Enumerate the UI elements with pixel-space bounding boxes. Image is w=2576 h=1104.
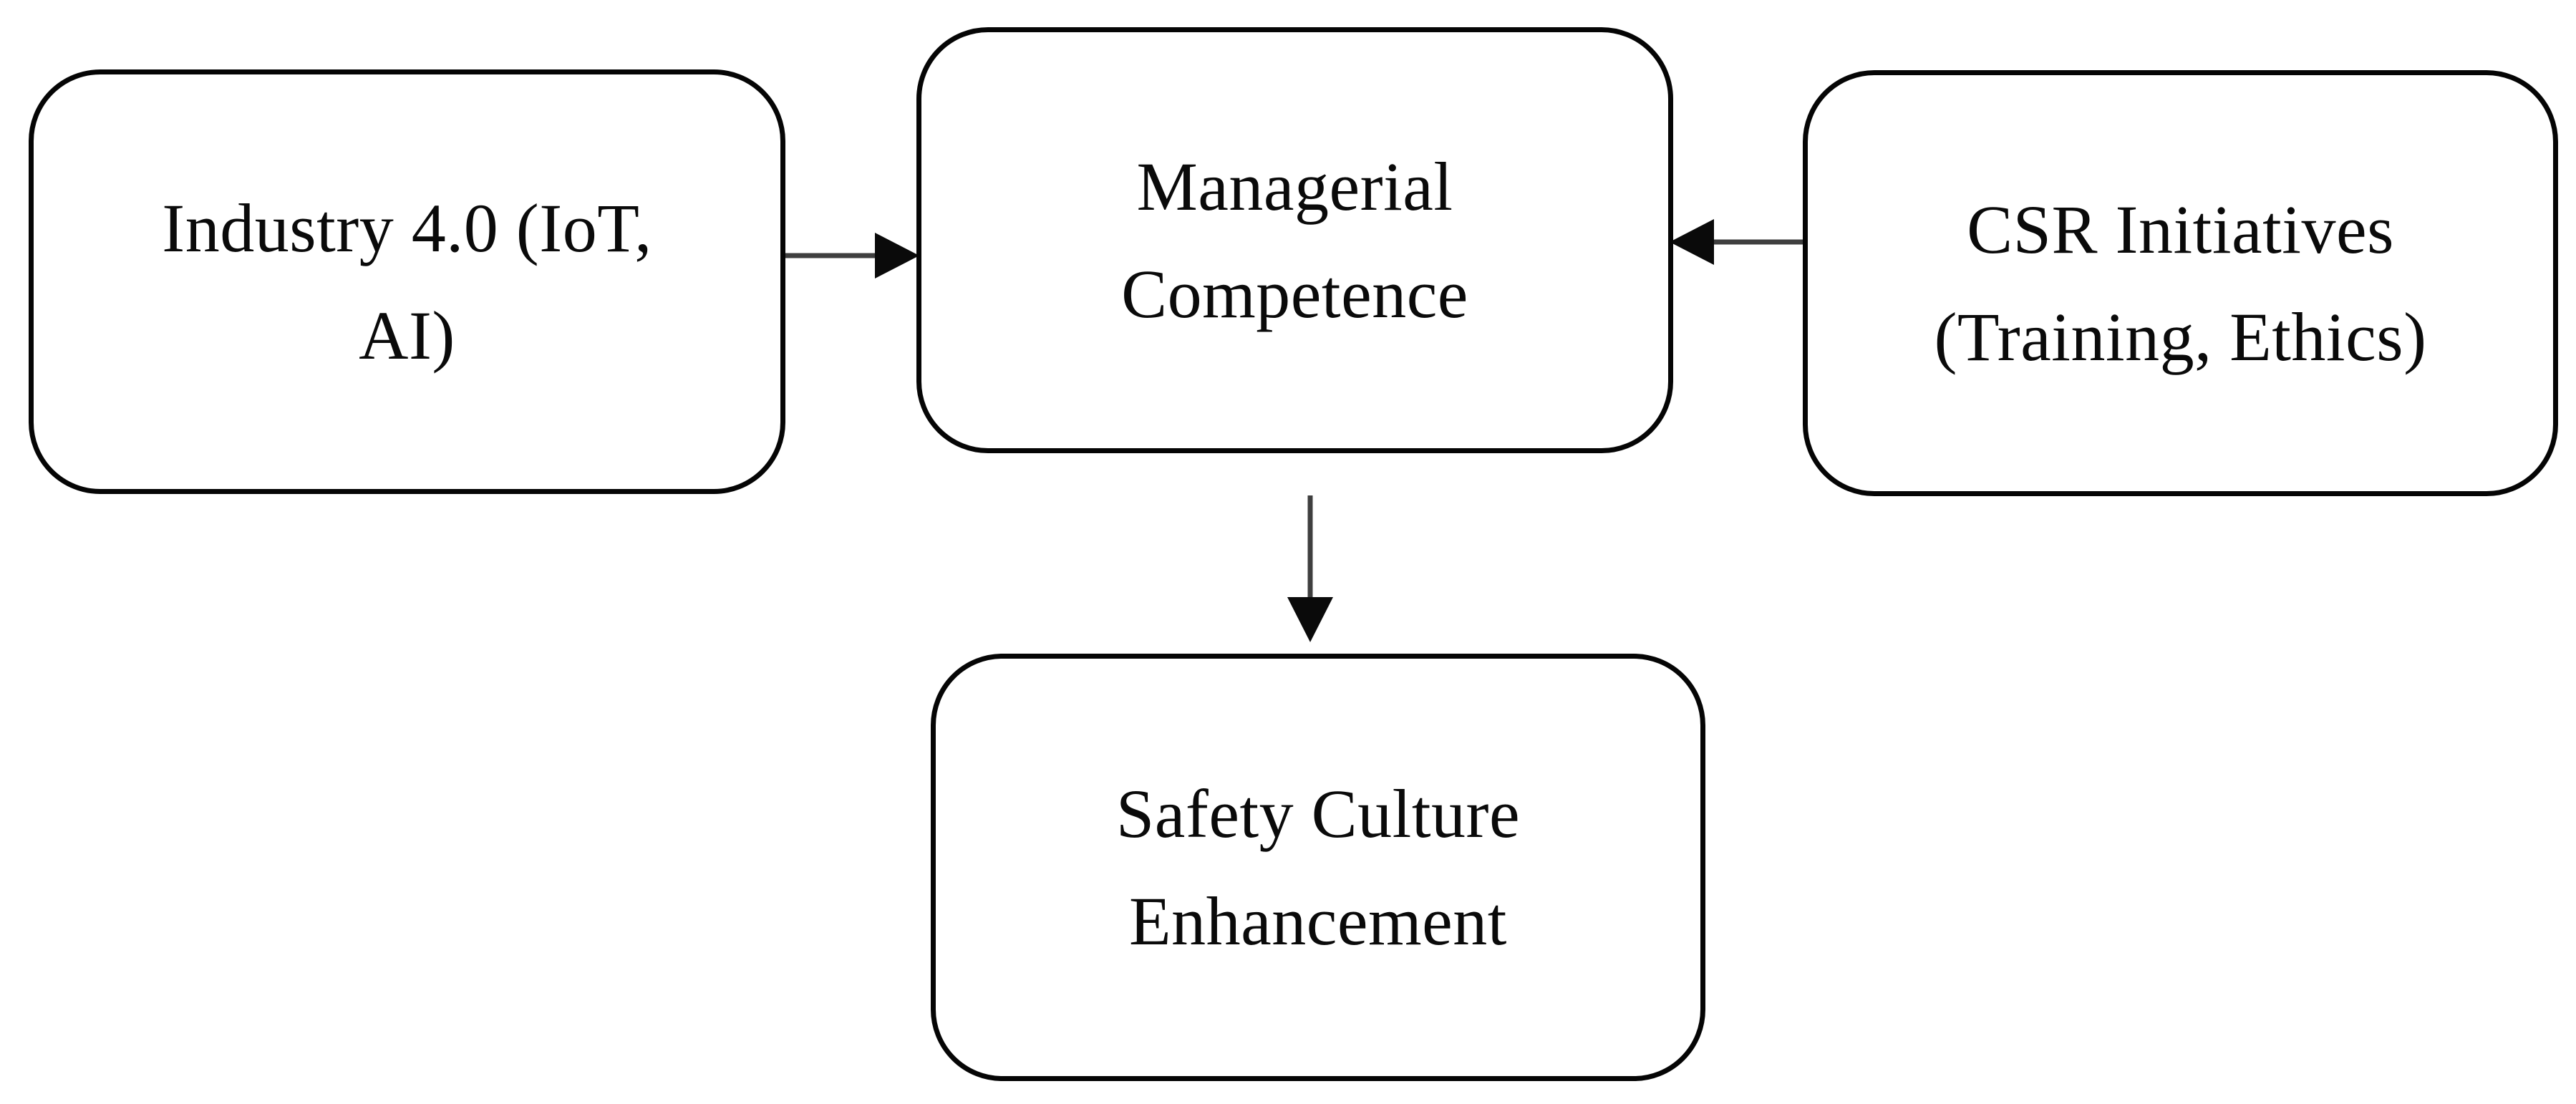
node-label-line: CSR Initiatives (1967, 190, 2394, 268)
arrow-csr-to-managerial (1670, 219, 1803, 265)
node-label-line: Industry 4.0 (IoT, (162, 189, 652, 266)
arrow-head-right-icon (875, 233, 919, 279)
node-safety-culture-enhancement: Safety Culture Enhancement (931, 654, 1705, 1081)
arrow-industry-to-managerial (785, 233, 919, 279)
arrow-managerial-to-safety (1287, 495, 1333, 642)
node-csr-initiatives: CSR Initiatives (Training, Ethics) (1803, 70, 2558, 496)
node-label-line: Safety Culture (1115, 775, 1521, 852)
arrow-head-left-icon (1670, 219, 1714, 265)
node-industry-40-iot-ai: Industry 4.0 (IoT, AI) (29, 69, 785, 494)
node-label-line: AI) (359, 296, 455, 374)
node-label-line: Competence (1121, 255, 1468, 332)
node-managerial-competence: Managerial Competence (916, 27, 1673, 453)
node-label-line: (Training, Ethics) (1934, 298, 2427, 375)
arrow-head-down-icon (1287, 597, 1333, 642)
node-label-line: Enhancement (1129, 882, 1507, 959)
node-label-line: Managerial (1136, 147, 1453, 225)
